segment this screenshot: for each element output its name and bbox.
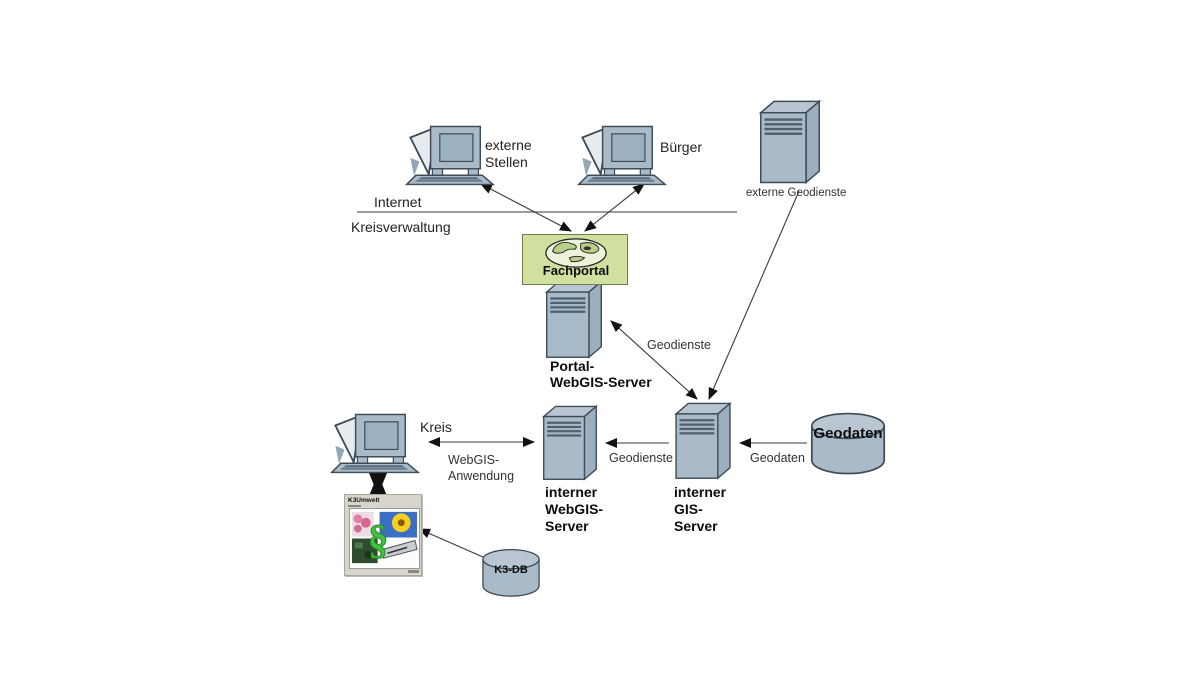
- edge-label-gis-webgis: Geodienste: [609, 451, 673, 465]
- node-label-fachportal: Fachportal: [542, 263, 610, 278]
- zone-label-kreisverwaltung: Kreisverwaltung: [351, 219, 451, 235]
- edge-label-portal-gis: Geodienste: [647, 338, 711, 352]
- k3-window-subtitle-bar: [348, 505, 361, 507]
- database-icon-geodaten: [810, 412, 886, 475]
- node-label-geodaten: Geodaten: [813, 425, 883, 442]
- node-label-externe-stellen: externe Stellen: [485, 137, 532, 170]
- node-label-k3db: K3-DB: [494, 564, 528, 576]
- edge-fachportal-buerger: [584, 183, 645, 232]
- workstation-icon-kreis: [330, 413, 420, 474]
- node-label-interner-gis-server: interner GIS- Server: [674, 484, 727, 534]
- node-label-kreis: Kreis: [420, 419, 452, 435]
- workstation-icon-buerger: [577, 125, 667, 186]
- zone-label-internet: Internet: [374, 194, 422, 210]
- server-icon-portal-webgis: [546, 280, 602, 358]
- node-label-externe-geodienste: externe Geodienste: [746, 187, 847, 199]
- node-label-interner-webgis-server: interner WebGIS- Server: [545, 484, 604, 534]
- edge-fachportal-externe-stellen: [480, 183, 572, 232]
- edge-k3db-k3-window: [417, 528, 484, 558]
- edge-label-geodaten-gis: Geodaten: [750, 451, 805, 465]
- k3-window-content: §: [349, 508, 420, 569]
- server-icon-externe-geodienste: [760, 100, 820, 184]
- server-icon-interner-gis: [675, 402, 731, 479]
- k3-window-title: K3Umwelt: [348, 497, 380, 504]
- globe-icon: [545, 238, 607, 268]
- node-label-portal-webgis-server: Portal- WebGIS-Server: [550, 358, 652, 390]
- k3-app-window: K3Umwelt §: [344, 494, 422, 576]
- node-label-buerger: Bürger: [660, 139, 703, 155]
- edge-externe-geodienste-gis-server: [708, 190, 800, 401]
- k3-window-footer-bar: [408, 570, 419, 573]
- k3-paragraph-glyph: §: [368, 516, 389, 562]
- fachportal-box: Fachportal: [522, 234, 628, 285]
- server-icon-interner-webgis: [543, 405, 597, 480]
- workstation-icon-externe-stellen: [405, 125, 495, 186]
- k3-collage-image: §: [350, 509, 419, 568]
- edge-label-kreis-webgis: WebGIS- Anwendung: [448, 453, 515, 483]
